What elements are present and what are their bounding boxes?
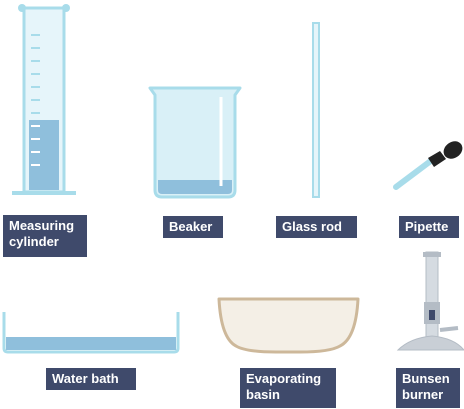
- water-bath-label: Water bath: [46, 368, 136, 390]
- beaker-icon: [148, 86, 242, 199]
- glass-rod-icon: [312, 22, 320, 198]
- measuring-cylinder-label: Measuring cylinder: [3, 215, 87, 257]
- measuring-cylinder-icon: [12, 4, 76, 195]
- evaporating-basin-icon: [217, 297, 360, 354]
- water-bath-icon: [2, 312, 180, 354]
- bunsen-burner-label: Bunsen burner: [396, 368, 460, 408]
- glass-rod-label: Glass rod: [276, 216, 357, 238]
- bunsen-burner-icon: [396, 251, 464, 351]
- pipette-label: Pipette: [399, 216, 459, 238]
- beaker-label: Beaker: [163, 216, 223, 238]
- evaporating-basin-label: Evaporating basin: [240, 368, 336, 408]
- pipette-icon: [393, 141, 463, 190]
